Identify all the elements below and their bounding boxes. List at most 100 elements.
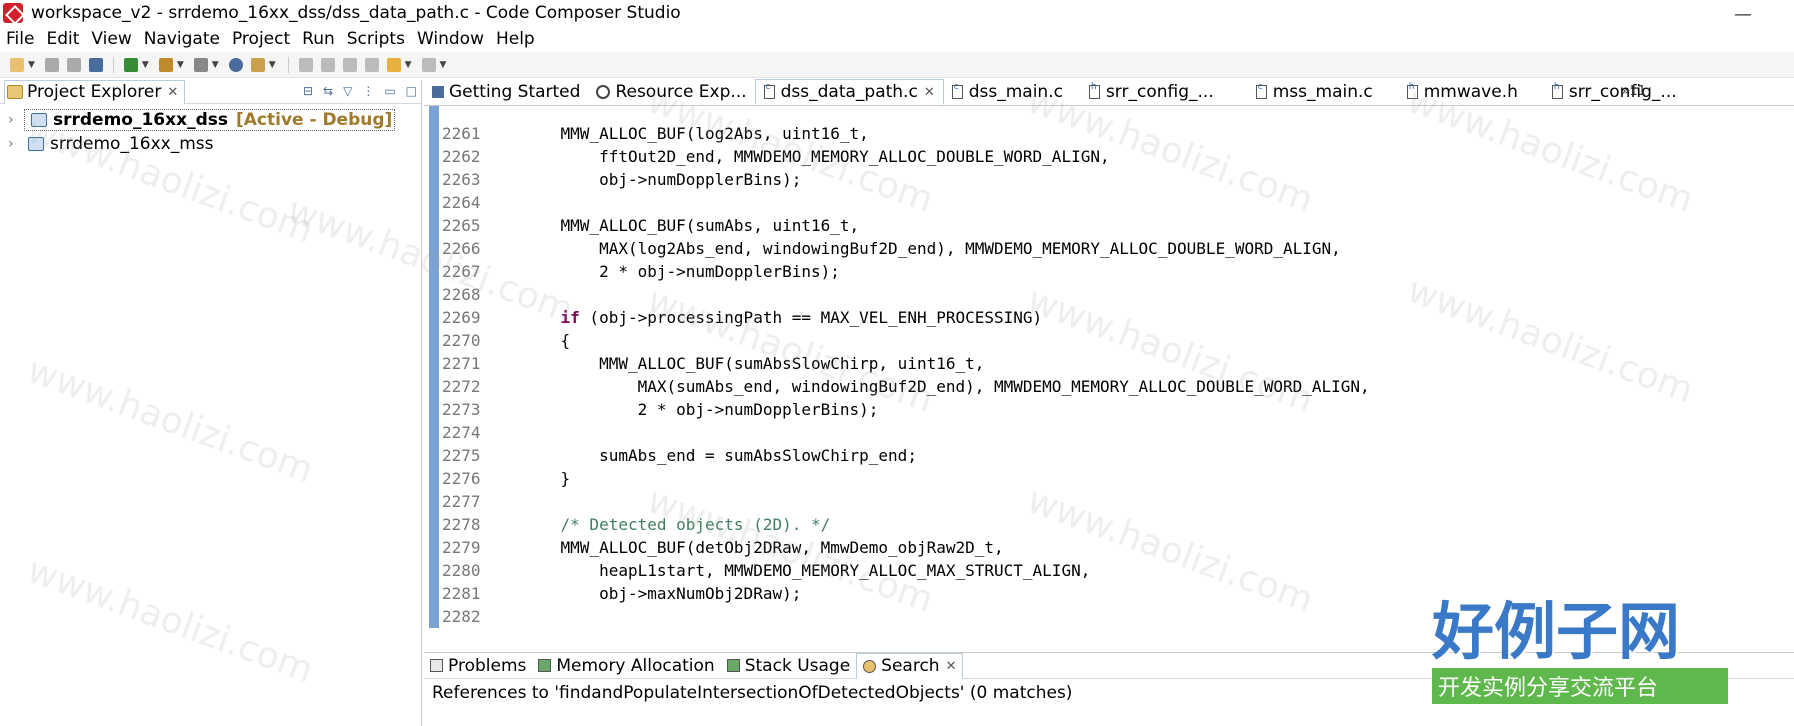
- ccs-app-icon: [3, 3, 23, 23]
- print-icon[interactable]: [88, 57, 103, 72]
- tab-project-explorer[interactable]: Project Explorer ✕: [4, 79, 186, 104]
- tab-srr-config-1[interactable]: srr_config_...: [1081, 79, 1222, 105]
- code-line[interactable]: 2268: [442, 283, 1370, 306]
- menu-file[interactable]: File: [6, 29, 35, 49]
- h-file-icon: [1406, 82, 1418, 99]
- save-icon[interactable]: [44, 57, 59, 72]
- code-line[interactable]: 2263 obj->numDopplerBins);: [442, 168, 1370, 191]
- code-line[interactable]: 2277: [442, 490, 1370, 513]
- line-number: 2272: [442, 377, 481, 396]
- toggle-icon[interactable]: [320, 57, 335, 72]
- code-line[interactable]: 2270 {: [442, 329, 1370, 352]
- code-text: MMW_ALLOC_BUF(sumAbs, uint16_t,: [522, 216, 860, 235]
- code-lines: 2261 MMW_ALLOC_BUF(log2Abs, uint16_t,226…: [442, 122, 1370, 628]
- collapse-all-icon[interactable]: ⊟: [302, 84, 314, 98]
- chevron-down-icon[interactable]: ▼: [211, 59, 219, 70]
- title-bar: workspace_v2 - srrdemo_16xx_dss/dss_data…: [0, 0, 1794, 26]
- code-line[interactable]: 2266 MAX(log2Abs_end, windowingBuf2D_end…: [442, 237, 1370, 260]
- chevron-down-icon[interactable]: ▼: [141, 59, 149, 70]
- code-line[interactable]: 2271 MMW_ALLOC_BUF(sumAbsSlowChirp, uint…: [442, 352, 1370, 375]
- close-icon[interactable]: ✕: [945, 658, 957, 674]
- tab-stack-usage[interactable]: Stack Usage: [721, 653, 856, 679]
- menu-edit[interactable]: Edit: [46, 29, 80, 49]
- menu-scripts[interactable]: Scripts: [346, 29, 405, 49]
- tab-problems[interactable]: Problems: [424, 653, 532, 679]
- folder-icon: [7, 85, 23, 99]
- prev-annotation-icon[interactable]: [364, 57, 379, 72]
- code-line[interactable]: 2278 /* Detected objects (2D). */: [442, 513, 1370, 536]
- code-text: {: [522, 331, 571, 350]
- code-editor[interactable]: 2261 MMW_ALLOC_BUF(log2Abs, uint16_t,226…: [424, 106, 1794, 628]
- chevron-down-icon[interactable]: ▼: [28, 59, 35, 70]
- code-line[interactable]: 2261 MMW_ALLOC_BUF(log2Abs, uint16_t,: [442, 122, 1370, 145]
- minimize-button[interactable]: —: [1734, 4, 1752, 25]
- search-icon[interactable]: [228, 57, 243, 72]
- menu-project[interactable]: Project: [231, 29, 291, 49]
- close-icon[interactable]: ✕: [167, 84, 179, 100]
- tab-mmwave-h[interactable]: mmwave.h: [1399, 79, 1526, 105]
- tab-label: Getting Started: [449, 82, 581, 102]
- code-line[interactable]: 2275 sumAbs_end = sumAbsSlowChirp_end;: [442, 444, 1370, 467]
- code-line[interactable]: 2265 MMW_ALLOC_BUF(sumAbs, uint16_t,: [442, 214, 1370, 237]
- line-number: 2277: [442, 492, 481, 511]
- build-icon[interactable]: [123, 57, 138, 72]
- menu-run[interactable]: Run: [302, 29, 335, 49]
- menu-view[interactable]: View: [91, 29, 132, 49]
- debug-icon[interactable]: [158, 57, 173, 72]
- chevron-down-icon[interactable]: ▼: [176, 59, 184, 70]
- chevron-down-icon[interactable]: ▼: [404, 59, 412, 70]
- menu-navigate[interactable]: Navigate: [143, 29, 220, 49]
- tab-memory-allocation[interactable]: Memory Allocation: [532, 653, 720, 679]
- tab-overflow-button[interactable]: »11: [1621, 84, 1647, 99]
- tab-dss-main[interactable]: dss_main.c: [944, 79, 1071, 105]
- hammer-icon[interactable]: [193, 57, 208, 72]
- filter-icon[interactable]: ▽: [343, 84, 353, 98]
- code-line[interactable]: 2267 2 * obj->numDopplerBins);: [442, 260, 1370, 283]
- tab-getting-started[interactable]: Getting Started: [424, 79, 588, 105]
- code-line[interactable]: 2276 }: [442, 467, 1370, 490]
- tab-mss-main[interactable]: mss_main.c: [1248, 79, 1381, 105]
- new-icon[interactable]: [10, 57, 24, 72]
- code-line[interactable]: 2262 fftOut2D_end, MMWDEMO_MEMORY_ALLOC_…: [442, 145, 1370, 168]
- tab-search[interactable]: Search ✕: [856, 652, 964, 679]
- forward-icon[interactable]: [421, 57, 436, 72]
- chevron-right-icon[interactable]: ›: [8, 112, 14, 128]
- close-icon[interactable]: ✕: [923, 84, 935, 100]
- last-edit-icon[interactable]: [342, 57, 357, 72]
- menu-help[interactable]: Help: [495, 29, 535, 49]
- code-line[interactable]: 2273 2 * obj->numDopplerBins);: [442, 398, 1370, 421]
- code-line[interactable]: 2281 obj->maxNumObj2DRaw);: [442, 582, 1370, 605]
- save-all-icon[interactable]: [66, 57, 81, 72]
- tab-label: mss_main.c: [1272, 82, 1373, 102]
- minimize-icon[interactable]: ▭: [384, 84, 396, 98]
- back-icon[interactable]: [386, 57, 401, 72]
- code-line[interactable]: 2274: [442, 421, 1370, 444]
- project-explorer-title: Project Explorer: [27, 82, 162, 102]
- tab-dss-data-path[interactable]: dss_data_path.c ✕: [754, 79, 944, 105]
- annotation-icon[interactable]: [298, 57, 313, 72]
- code-line[interactable]: 2279 MMW_ALLOC_BUF(detObj2DRaw, MmwDemo_…: [442, 536, 1370, 559]
- maximize-icon[interactable]: □: [405, 84, 417, 98]
- chevron-down-icon[interactable]: ▼: [439, 59, 447, 70]
- menu-window[interactable]: Window: [416, 29, 484, 49]
- keyword-token: if: [560, 308, 580, 327]
- tab-srr-config-2[interactable]: srr_config_...: [1544, 79, 1685, 105]
- code-line[interactable]: 2280 heapL1start, MMWDEMO_MEMORY_ALLOC_M…: [442, 559, 1370, 582]
- project-explorer-panel: Project Explorer ✕ ⊟ ⇆ ▽ ⋮ ▭ □ › srrdemo…: [0, 79, 422, 726]
- chevron-right-icon[interactable]: ›: [8, 136, 14, 152]
- line-number: 2268: [442, 285, 481, 304]
- code-line[interactable]: 2272 MAX(sumAbs_end, windowingBuf2D_end)…: [442, 375, 1370, 398]
- tab-resource-explorer[interactable]: Resource Exp...: [588, 79, 754, 105]
- view-menu-icon[interactable]: ⋮: [362, 84, 375, 98]
- line-number: 2281: [442, 584, 481, 603]
- chevron-down-icon[interactable]: ▼: [268, 59, 276, 70]
- code-line[interactable]: 2264: [442, 191, 1370, 214]
- code-line[interactable]: 2282: [442, 605, 1370, 628]
- tree-item-srrdemo-mss[interactable]: › srrdemo_16xx_mss: [0, 132, 421, 156]
- tree-item-srrdemo-dss[interactable]: › srrdemo_16xx_dss [Active - Debug]: [0, 108, 421, 132]
- link-editor-icon[interactable]: ⇆: [323, 84, 334, 98]
- bottom-tab-bar: Problems Memory Allocation Stack Usage S…: [424, 652, 1794, 679]
- flash-icon[interactable]: [250, 57, 265, 72]
- code-line[interactable]: 2269 if (obj->processingPath == MAX_VEL_…: [442, 306, 1370, 329]
- code-text: 2 * obj->numDopplerBins);: [522, 262, 840, 281]
